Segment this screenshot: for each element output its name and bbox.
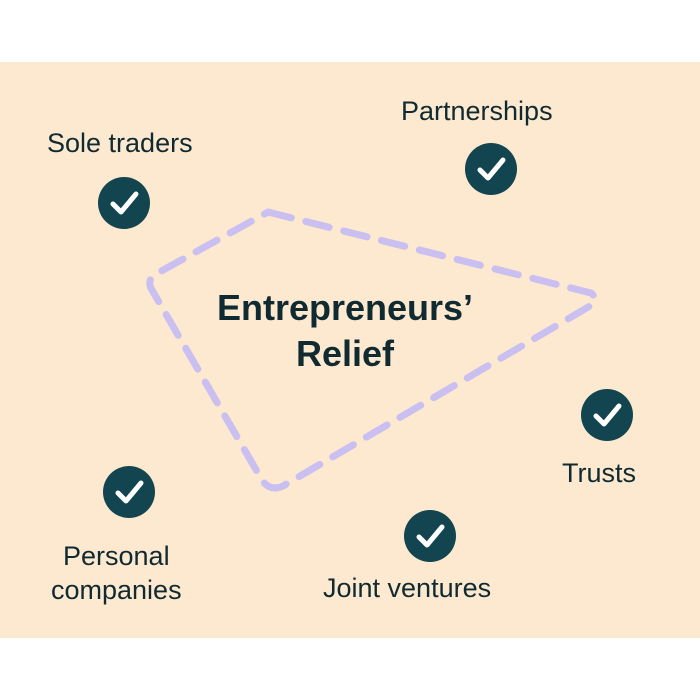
item-label-personal-companies: Personal companies bbox=[51, 539, 182, 607]
check-icon bbox=[404, 510, 456, 562]
item-label-personal-companies-line2: companies bbox=[51, 575, 182, 605]
center-title: Entrepreneurs’ Relief bbox=[175, 285, 515, 377]
check-icon bbox=[581, 389, 633, 441]
check-icon bbox=[103, 466, 155, 518]
item-label-personal-companies-line1: Personal bbox=[63, 541, 170, 571]
center-title-line1: Entrepreneurs’ bbox=[216, 287, 474, 328]
check-icon bbox=[465, 143, 517, 195]
center-title-line2: Relief bbox=[295, 333, 395, 374]
check-icon bbox=[98, 177, 150, 229]
item-label-trusts: Trusts bbox=[562, 458, 636, 488]
diagram-panel bbox=[0, 62, 700, 638]
item-label-joint-ventures: Joint ventures bbox=[323, 573, 492, 603]
item-label-sole-traders: Sole traders bbox=[47, 128, 193, 158]
item-label-partnerships: Partnerships bbox=[401, 96, 553, 126]
